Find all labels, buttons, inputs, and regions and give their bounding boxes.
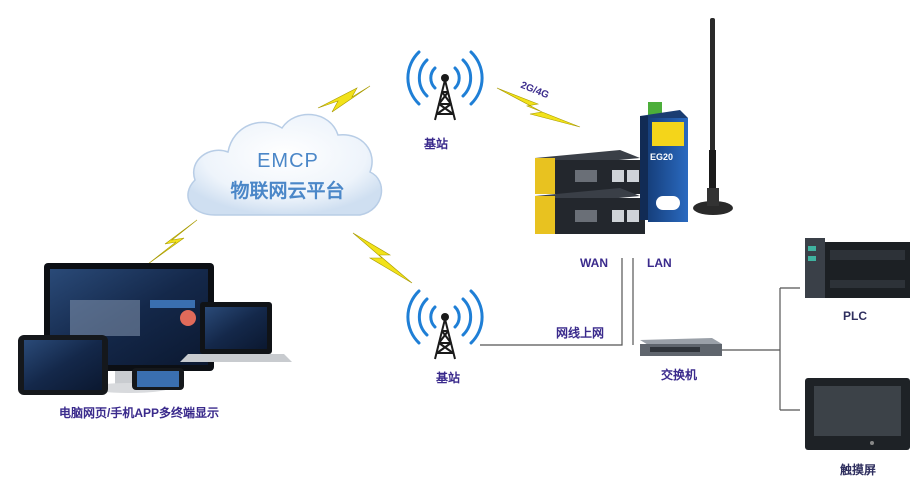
antenna-icon — [693, 18, 733, 215]
cloud-subtitle: 物联网云平台 — [230, 181, 345, 202]
base-station-top-icon — [406, 50, 484, 121]
plc-label: PLC — [843, 309, 867, 323]
touchscreen-icon — [805, 378, 910, 450]
wired-internet-label: 网线上网 — [556, 326, 605, 340]
lightning-bolts — [147, 85, 581, 284]
terminals-icon — [18, 263, 292, 395]
gateway-router-icon — [535, 150, 645, 234]
cloud-icon — [187, 113, 383, 216]
wan-label: WAN — [580, 256, 608, 270]
wan-line — [480, 258, 623, 346]
terminals-label: 电脑网页/手机APP多终端显示 — [59, 406, 220, 420]
lightning-bolt-icon — [352, 232, 413, 284]
device-model-label: EG20 — [650, 152, 674, 162]
plc-icon — [805, 238, 910, 298]
connection-lines — [480, 258, 800, 411]
lightning-bolt-icon — [317, 85, 371, 113]
base-station-top-label: 基站 — [424, 137, 449, 151]
switch-label: 交换机 — [661, 368, 698, 382]
touchscreen-label: 触摸屏 — [840, 463, 877, 477]
base-station-bottom-label: 基站 — [436, 371, 461, 385]
switch-icon — [640, 338, 722, 356]
lan-label: LAN — [647, 256, 672, 270]
lightning-bolt-icon — [496, 87, 581, 128]
base-station-bottom-icon — [406, 289, 484, 360]
cloud-title: EMCP — [257, 150, 319, 172]
dtu-device-icon — [640, 102, 688, 222]
lightning-bolt-icon — [147, 219, 198, 265]
